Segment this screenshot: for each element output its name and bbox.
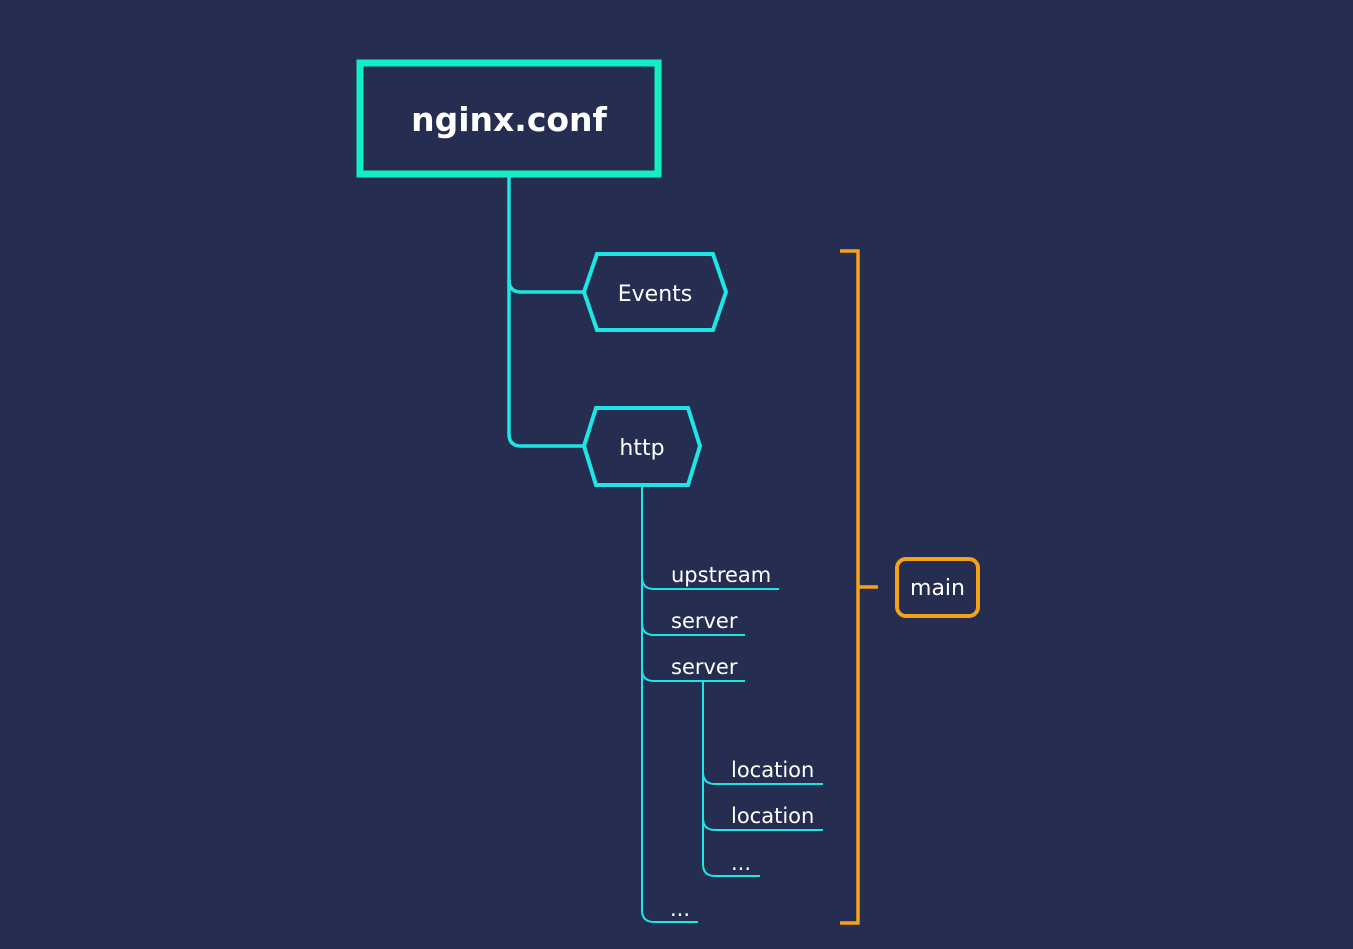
root-node-label: nginx.conf <box>411 100 607 139</box>
events-node-label: Events <box>618 282 693 307</box>
root-node-box <box>356 59 662 178</box>
http-node-shape <box>581 406 703 487</box>
server-2-label: server <box>671 655 738 679</box>
upstream-underline <box>641 576 779 590</box>
trunk-connector <box>507 176 584 448</box>
server-children-ellipsis: ... <box>731 851 751 875</box>
server-1-label: server <box>671 609 738 633</box>
location-1-underline <box>702 771 823 785</box>
main-label: main <box>910 576 965 601</box>
http-node-label: http <box>619 436 664 461</box>
main-label-box <box>895 557 980 618</box>
location-2-underline <box>702 817 823 831</box>
events-connector <box>507 279 584 294</box>
server-2-underline <box>641 668 745 682</box>
http-branch-spine <box>641 487 698 923</box>
events-node-shape <box>581 252 729 332</box>
http-children-ellipsis: ... <box>670 897 690 921</box>
location-1-label: location <box>731 758 814 782</box>
server-1-underline <box>641 622 745 636</box>
upstream-label: upstream <box>671 563 771 587</box>
server-branch-spine <box>702 681 760 877</box>
main-bracket <box>840 249 878 925</box>
location-2-label: location <box>731 804 814 828</box>
